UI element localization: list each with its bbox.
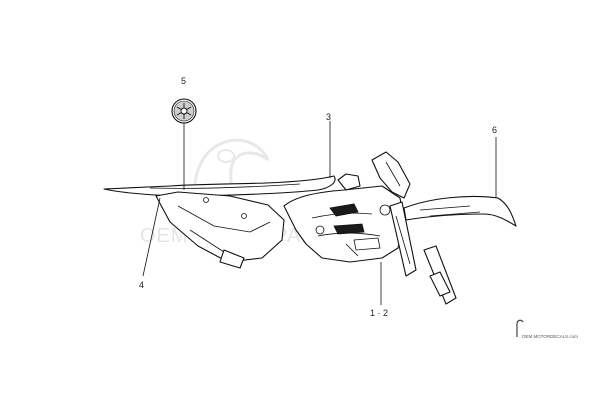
footer-logo-text: OEM MOTORDECALS.com xyxy=(522,334,578,339)
callout-6: 6 xyxy=(492,125,497,135)
leader-lines xyxy=(142,121,497,305)
callout-3: 3 xyxy=(326,112,331,122)
part-5-emblem xyxy=(171,98,197,124)
callout-4: 4 xyxy=(139,280,144,290)
footer-logo: OEM MOTORDECALS.com xyxy=(516,319,578,339)
footer-bird-icon xyxy=(516,319,524,337)
part-1-2-fork-guards xyxy=(389,201,457,305)
watermark-bird-icon xyxy=(192,138,270,211)
part-number-plate xyxy=(371,151,411,199)
tuning-fork-icon xyxy=(176,103,192,119)
part-3-seat xyxy=(103,175,336,197)
callout-1-2: 1 · 2 xyxy=(370,308,388,318)
part-4-side-cover xyxy=(155,191,285,269)
callout-5: 5 xyxy=(181,76,186,86)
part-tank-shroud xyxy=(283,173,405,263)
part-6-front-fender xyxy=(403,195,517,227)
